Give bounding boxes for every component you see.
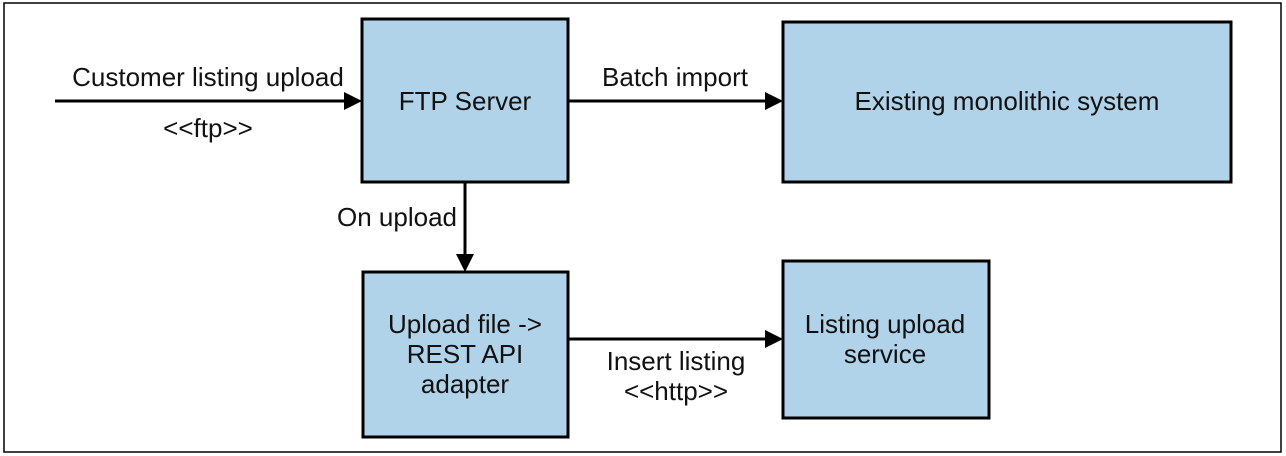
adapter-label-line-2: REST API xyxy=(407,339,524,369)
on-upload-label: On upload xyxy=(337,202,457,232)
adapter-label-line-3: adapter xyxy=(421,369,510,399)
listing-service-label-line-2: service xyxy=(844,339,926,369)
ftp-server-box xyxy=(360,17,570,184)
monolith-label: Existing monolithic system xyxy=(855,86,1160,116)
batch-import-edge: Batch import xyxy=(568,62,783,110)
ftp-server-node: FTP Server xyxy=(360,17,570,184)
customer-upload-arrowhead xyxy=(344,92,362,110)
listing-service-node: Listing upload service xyxy=(781,259,991,420)
adapter-box xyxy=(361,270,570,439)
monolith-node: Existing monolithic system xyxy=(781,20,1233,184)
on-upload-edge: On upload xyxy=(337,182,474,272)
insert-listing-edge: Insert listing <<http>> xyxy=(568,330,783,406)
customer-upload-label: Customer listing upload xyxy=(72,62,344,92)
insert-listing-label: Insert listing xyxy=(607,346,746,376)
batch-import-arrowhead xyxy=(765,92,783,110)
customer-upload-edge: Customer listing upload <<ftp>> xyxy=(55,62,362,143)
customer-upload-protocol: <<ftp>> xyxy=(163,113,253,143)
insert-listing-protocol: <<http>> xyxy=(624,376,728,406)
adapter-node: Upload file -> REST API adapter xyxy=(361,270,570,439)
insert-listing-arrowhead xyxy=(765,330,783,348)
adapter-label-line-1: Upload file -> xyxy=(388,309,542,339)
monolith-box xyxy=(781,20,1233,184)
ftp-server-label: FTP Server xyxy=(399,86,532,116)
listing-service-box xyxy=(781,259,991,420)
on-upload-arrowhead xyxy=(456,254,474,272)
listing-service-label-line-1: Listing upload xyxy=(805,309,965,339)
batch-import-label: Batch import xyxy=(602,62,749,92)
